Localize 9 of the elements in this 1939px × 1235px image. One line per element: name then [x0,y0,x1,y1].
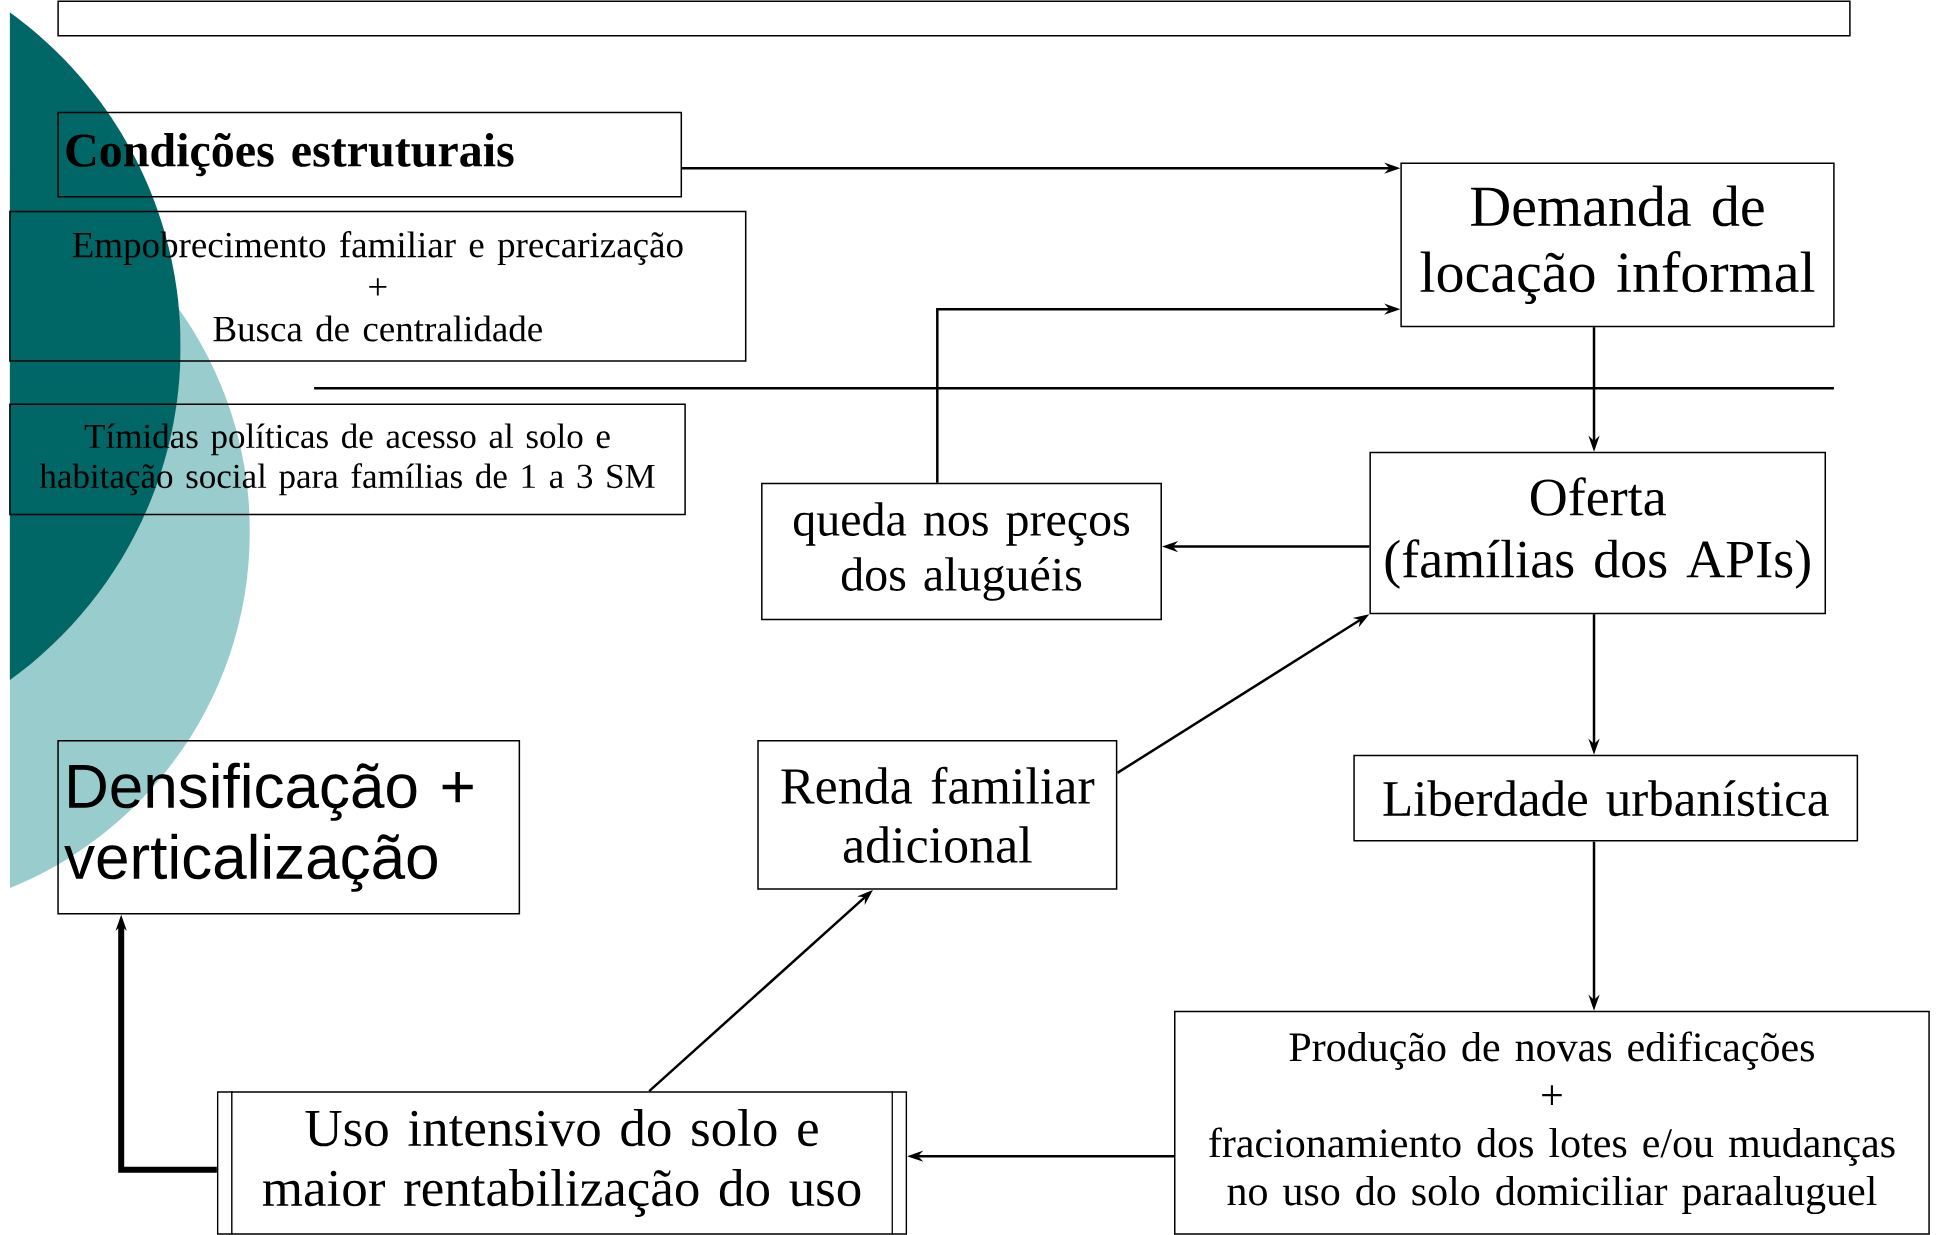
process-box: Densificação + verticalização [57,740,521,915]
process-box: Demanda de locação informal [1400,162,1835,328]
process-box: Uso intensivo do solo e maior rentabilização do uso [216,1090,908,1235]
process-box: Oferta (famílias dos APIs) [1369,451,1826,615]
process-box: Produção de novas edificações + fracionamiento dos lotes e/ou mudanças no uso do solo domiciliar paraaluguel [1174,1010,1930,1235]
empty-box [57,0,1851,37]
process-box: queda nos preços dos aluguéis [761,482,1162,621]
process-box: Liberdade urbanística [1353,754,1859,842]
process-box: Renda familiar adicional [757,739,1118,890]
